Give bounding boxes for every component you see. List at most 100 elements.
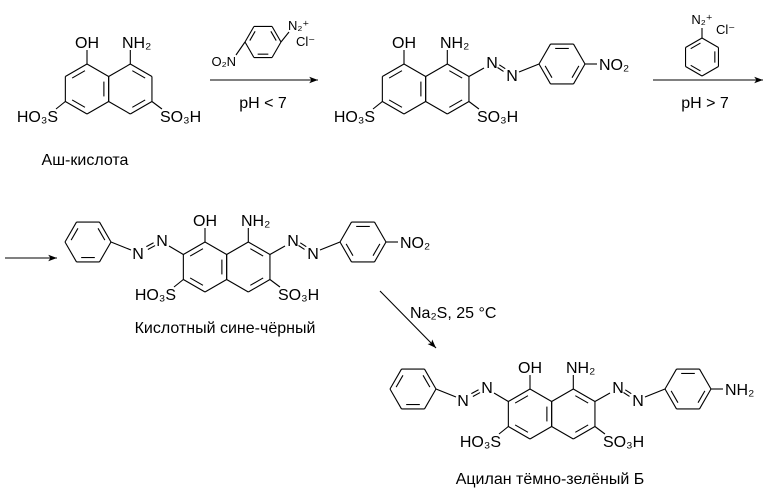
nitro-label: NO₂ — [400, 235, 430, 252]
azo-n2-label: N — [506, 68, 518, 85]
double-bond — [132, 70, 146, 79]
reagent-ring — [244, 26, 255, 43]
amino-label: NH₂ — [566, 360, 595, 377]
naphthalene-ring — [425, 63, 448, 77]
sulfo-right-label: SO₃H — [278, 287, 319, 304]
hydroxy-label: OH — [392, 35, 416, 52]
naphthalene-ring — [183, 241, 206, 255]
bond-azo — [110, 241, 132, 251]
phenyl-ring — [389, 368, 402, 390]
double-bond — [575, 424, 589, 433]
sulfo-left-label: HO₃S — [460, 434, 501, 451]
sulfo-left-label: HO₃S — [135, 287, 176, 304]
double-bond — [71, 99, 86, 108]
hydroxy-label: OH — [193, 213, 217, 230]
phenyl-ring — [424, 388, 437, 410]
double-bond — [189, 277, 204, 286]
amino-label: NH₂ — [241, 213, 270, 230]
phenyl-ring — [573, 43, 586, 65]
azo-bond — [624, 389, 632, 395]
double-bond — [670, 390, 679, 403]
hydroxy-label: OH — [518, 360, 542, 377]
double-bond — [395, 375, 404, 388]
phenyl-ring — [664, 388, 677, 410]
azo-n1-label: N — [486, 55, 498, 72]
bond-azo — [269, 245, 286, 255]
naphthalene-ring — [508, 388, 531, 402]
bond-so3h — [269, 279, 281, 288]
phenyl-ring — [339, 221, 352, 243]
naphthalene-ring — [86, 101, 109, 115]
phenyl-ring — [99, 241, 112, 263]
naphthalene-ring — [447, 63, 470, 77]
double-bond — [132, 99, 146, 108]
naphthalene-ring — [248, 279, 271, 293]
reagent-nitro-label: O₂N — [211, 54, 236, 69]
naphthalene-ring — [65, 63, 88, 77]
double-bond — [422, 375, 431, 388]
bond-azo — [518, 63, 540, 73]
phenyl-ring — [573, 63, 586, 85]
double-bond — [250, 277, 264, 286]
phenyl-ring — [389, 388, 402, 410]
bond-azo — [168, 245, 184, 255]
naphthalene-ring — [529, 388, 552, 402]
compound-name-acid-blue-black: Кислотный сине-чёрный — [135, 320, 316, 337]
sulfo-right-label: SO₃H — [160, 109, 201, 126]
naphthalene-ring — [226, 241, 249, 255]
naphthalene-ring — [204, 241, 227, 255]
azo-bond — [497, 67, 504, 72]
reagent-ring — [701, 66, 719, 77]
naphthalene-ring — [382, 101, 405, 115]
bond-so3h — [498, 426, 509, 435]
naphthalene-ring — [86, 63, 109, 77]
double-bond — [571, 65, 580, 78]
phenyl-ring — [699, 388, 712, 410]
naphthalene-ring — [108, 63, 131, 77]
bond-diazo — [280, 31, 290, 43]
naphthalene-ring — [65, 101, 88, 115]
phenyl-ring — [374, 221, 387, 243]
double-bond — [250, 248, 264, 257]
bond-so3h — [55, 101, 66, 110]
azo-n1-label: N — [287, 233, 299, 250]
reagent-ring — [701, 37, 719, 48]
condition-step2: pH > 7 — [681, 95, 729, 112]
azo-bond — [299, 242, 307, 248]
azo-bond — [471, 389, 479, 395]
bond-azo — [435, 388, 457, 398]
double-bond — [71, 70, 86, 79]
amino-label: NH₂ — [440, 35, 469, 52]
amino-tail-label: NH₂ — [725, 382, 754, 399]
naphthalene-ring — [204, 279, 227, 293]
condition-step3: Na₂S, 25 °C — [410, 305, 496, 322]
phenyl-ring — [424, 368, 437, 390]
reagent-ring — [271, 26, 282, 43]
bond-so3h — [372, 101, 383, 110]
nitro-label: NO₂ — [599, 57, 629, 74]
condition-step1: pH < 7 — [239, 95, 287, 112]
phenyl-ring — [99, 221, 112, 243]
double-bond — [449, 99, 463, 108]
naphthalene-ring — [130, 63, 153, 77]
azo-n1-label: N — [481, 380, 493, 397]
naphthalene-ring — [382, 63, 405, 77]
phenyl-ring — [538, 43, 551, 65]
reagent-ring — [685, 37, 703, 48]
azo-bond — [147, 245, 156, 250]
double-bond — [372, 243, 381, 256]
sulfo-right-label: SO₃H — [603, 434, 644, 451]
naphthalene-ring — [425, 101, 448, 115]
sulfo-right-label: SO₃H — [477, 109, 518, 126]
naphthalene-ring — [403, 101, 426, 115]
naphthalene-ring — [403, 63, 426, 77]
bond-azo — [594, 392, 611, 402]
azo-bond — [298, 245, 305, 250]
phenyl-ring — [339, 241, 352, 263]
double-bond — [97, 228, 106, 241]
bond-so3h — [151, 101, 163, 110]
double-bond — [449, 70, 463, 79]
naphthalene-ring — [573, 388, 596, 402]
bond-azo — [493, 392, 509, 402]
